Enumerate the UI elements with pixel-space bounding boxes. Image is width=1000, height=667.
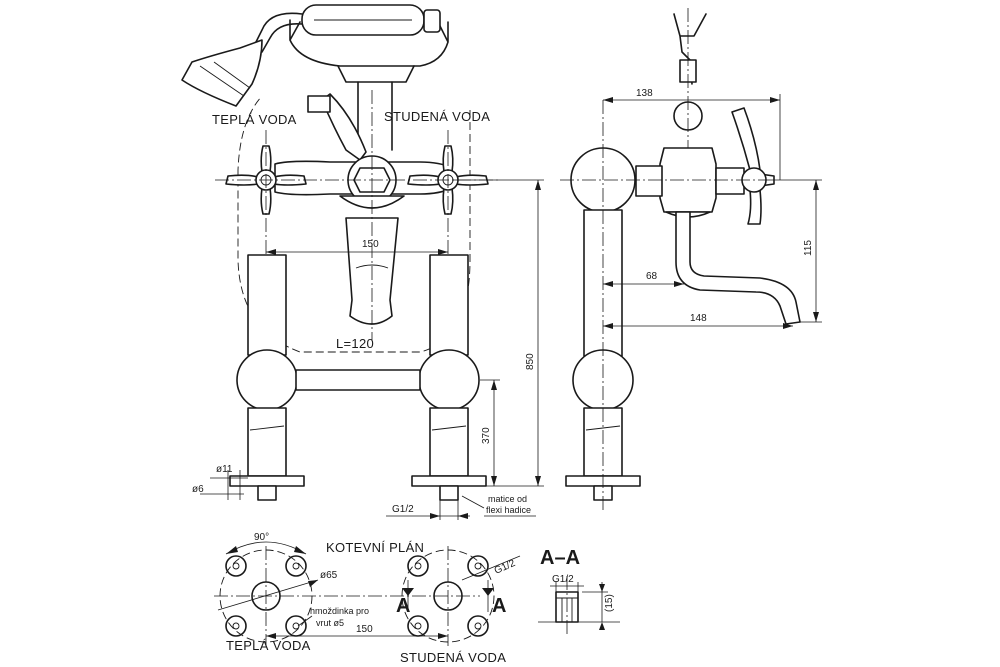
dim-handle-spacing: 150 [362, 239, 379, 250]
note-nut-line2: flexi hadice [486, 505, 531, 515]
side-spout [675, 211, 801, 325]
shower-head [181, 39, 263, 107]
note-nut-line1: matice od [488, 494, 527, 504]
dim-inner-diameter: ø6 [192, 484, 204, 495]
dim-crossbar-height: 370 [481, 427, 492, 444]
dim-side-width: 138 [636, 88, 653, 99]
side-handle [731, 107, 775, 225]
label-cold-water: STUDENÁ VODA [384, 109, 490, 124]
anchor-plan [214, 541, 521, 646]
label-cold-water-plan: STUDENÁ VODA [400, 650, 506, 665]
label-spout-length: L=120 [336, 336, 374, 351]
left-leg [229, 254, 305, 501]
dim-angle: 90° [254, 532, 269, 543]
dim-bolt-circle: ø65 [320, 570, 338, 581]
dim-total-height: 850 [525, 353, 536, 370]
dim-thread-front: G1/2 [392, 504, 414, 515]
section-a-a [538, 576, 620, 636]
note-dowel-line2: vrut ø5 [316, 618, 344, 628]
shower-hose [254, 12, 303, 53]
front-view [181, 4, 544, 520]
dim-spout-reach: 148 [690, 313, 707, 324]
dim-side-height: 115 [803, 240, 814, 256]
cross-bar [295, 369, 421, 391]
right-leg [411, 254, 487, 501]
label-anchor-plan: KOTEVNÍ PLÁN [326, 540, 424, 555]
section-mark-right: A [492, 595, 506, 617]
dim-spout-inner: 68 [646, 271, 658, 282]
side-view [560, 8, 822, 510]
dim-section-depth: (15) [604, 594, 615, 612]
diverter-lever [321, 93, 367, 161]
note-dowel-line1: hmoždinka pro [310, 606, 369, 616]
section-mark-left: A [396, 595, 410, 617]
dim-thread-plan: G1/2 [493, 558, 518, 577]
dim-section-thread: G1/2 [552, 574, 574, 585]
label-hot-water-plan: TEPLÁ VODA [226, 638, 311, 653]
label-hot-water: TEPLÁ VODA [212, 112, 297, 127]
dim-plan-spacing: 150 [356, 624, 373, 635]
dim-outer-diameter: ø11 [216, 464, 233, 475]
section-title: A–A [540, 547, 580, 569]
